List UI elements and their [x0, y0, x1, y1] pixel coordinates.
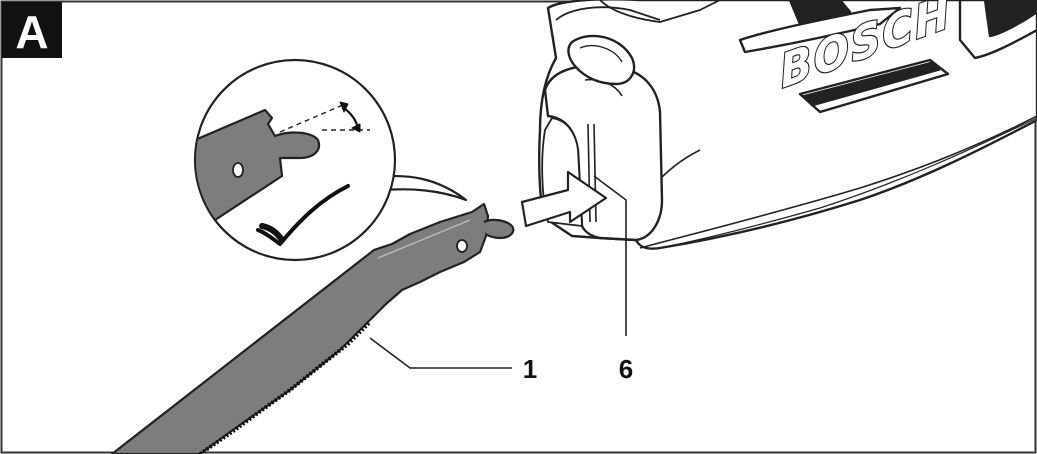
saw-housing [538, 0, 1037, 250]
panel-letter: A [15, 6, 48, 58]
callout-blade: 1 [369, 337, 537, 384]
leader-line-blade [369, 337, 512, 369]
panel-badge: A [2, 2, 62, 58]
callout-number-blade: 1 [523, 354, 537, 384]
saw-blade [110, 202, 515, 454]
callout-number-blade-holder: 6 [619, 354, 633, 384]
leader-line-blade-holder [593, 175, 627, 336]
insertion-arrow [520, 170, 608, 228]
detail-magnifier [193, 58, 468, 262]
callout-blade-holder: 6 [593, 175, 633, 384]
